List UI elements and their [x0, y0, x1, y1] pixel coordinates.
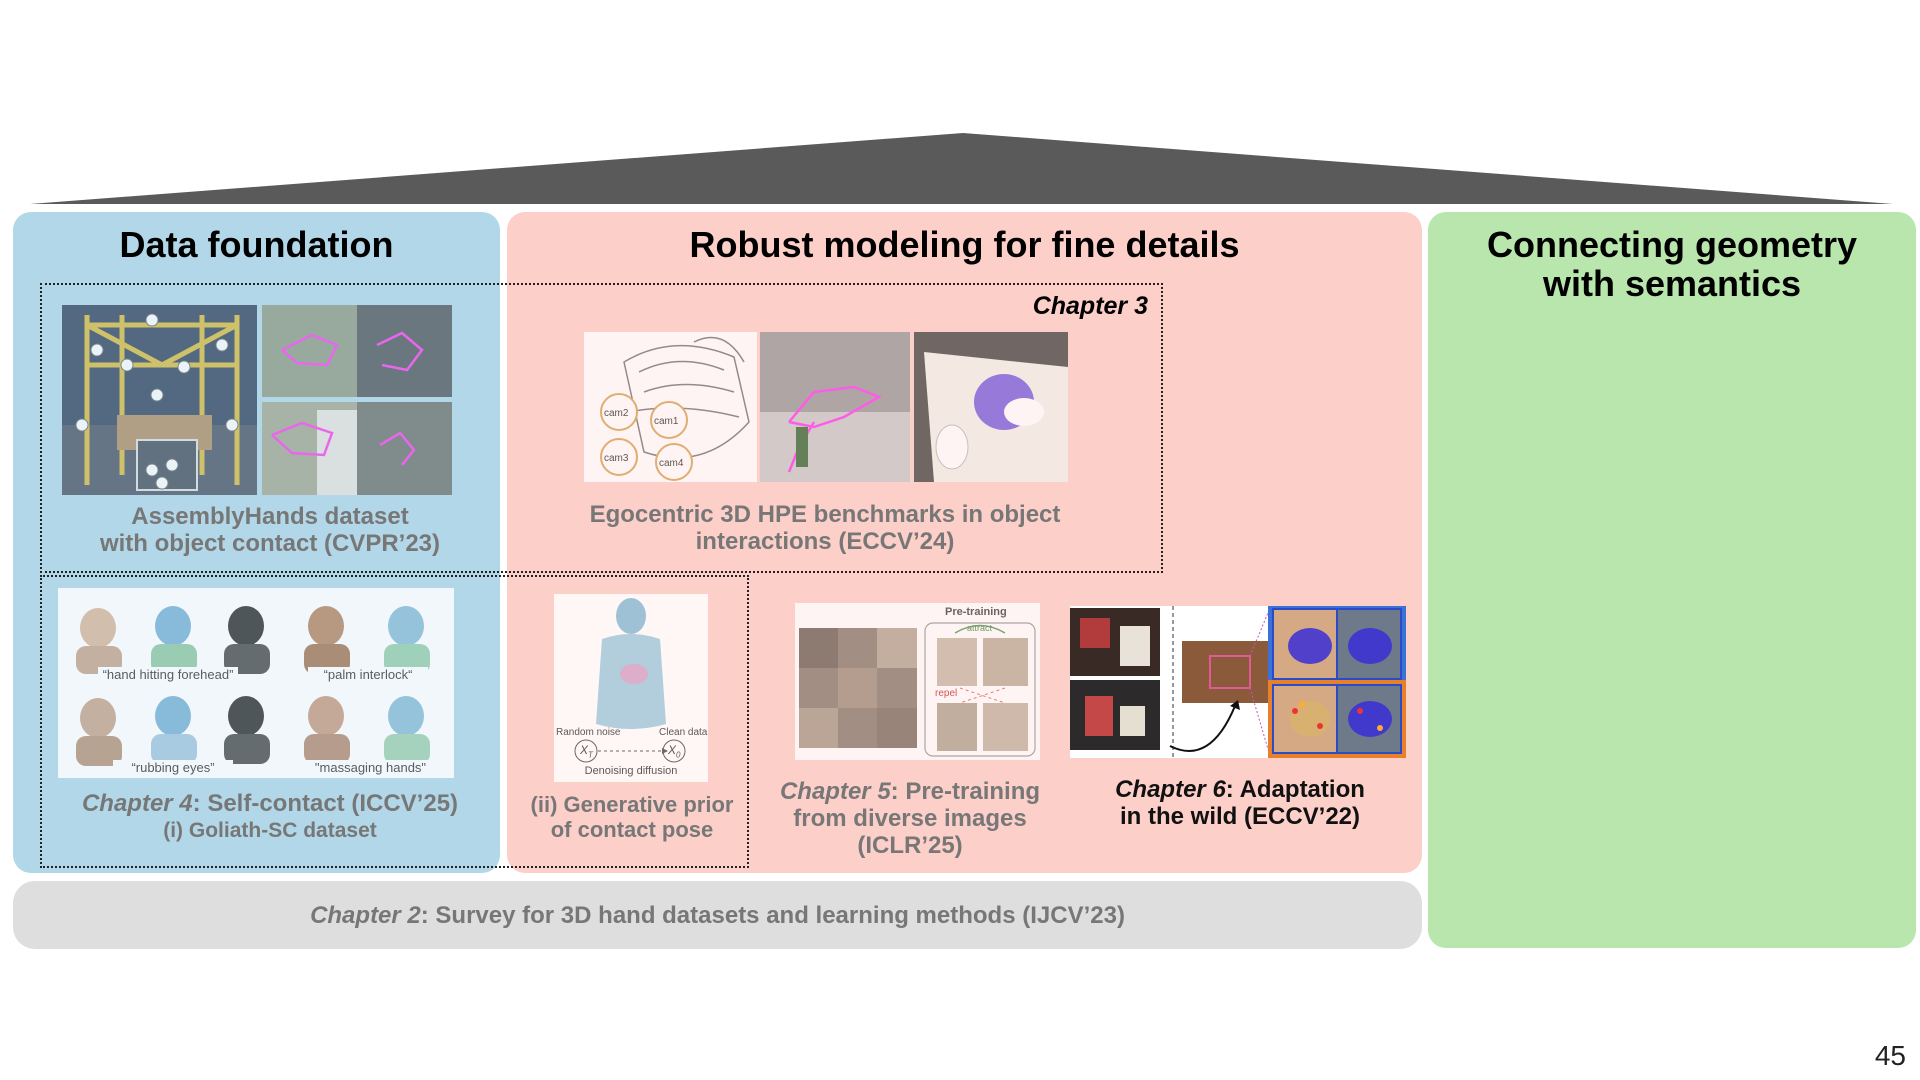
x0-label: X0 — [668, 743, 681, 760]
title-connecting-geometry: Connecting geometry with semantics — [1428, 225, 1916, 303]
title-robust-modeling: Robust modeling for fine details — [689, 224, 1240, 265]
xt-label: XT — [580, 743, 593, 760]
roof-triangle — [30, 133, 1893, 204]
cam1-label: cam1 — [654, 416, 679, 427]
generative-figure: Random noise Clean data XT X0 Denoising … — [554, 594, 708, 782]
survey-bar — [13, 881, 1422, 949]
survey-text: Chapter 2: Survey for 3D hand datasets a… — [13, 902, 1422, 930]
selfcontact-figure: “hand hitting forehead” “palm interlock“… — [58, 588, 454, 778]
adaptation-caption: Chapter 6: Adaptation in the wild (ECCV’… — [1080, 776, 1400, 830]
quote-hand-hitting-forehead: “hand hitting forehead” — [98, 667, 238, 682]
assemblyhands-caption-line1: AssemblyHands dataset — [131, 503, 409, 530]
chapter5-label: Chapter 5 — [779, 778, 891, 805]
adaptation-caption-line2: in the wild (ECCV’22) — [1119, 803, 1361, 830]
generative-caption-line1: (ii) Generative prior — [530, 792, 734, 817]
selfcontact-caption-rest: : Self-contact (ICCV’25) — [192, 790, 459, 817]
quote-massaging-hands: "massaging hands" — [303, 760, 438, 775]
quote-rubbing-eyes: “rubbing eyes” — [113, 760, 233, 775]
chapter6-label: Chapter 6 — [1115, 776, 1226, 803]
chapter3-dotted-box — [40, 283, 1163, 573]
quote-palm-interlock: “palm interlock“ — [308, 667, 428, 682]
survey-rest: : Survey for 3D hand datasets and learni… — [420, 902, 1125, 929]
pretraining-caption: Chapter 5: Pre-training from diverse ima… — [760, 778, 1060, 859]
cam3-label: cam3 — [604, 453, 629, 464]
selfcontact-caption-line2: (i) Goliath-SC dataset — [163, 819, 377, 842]
panel-connecting-geometry — [1428, 212, 1916, 948]
chapter4-label: Chapter 4 — [81, 790, 193, 817]
assemblyhands-caption-line2: with object contact (CVPR’23) — [99, 530, 441, 557]
pretraining-caption-rest: : Pre-training — [890, 778, 1041, 805]
egocentric-caption-line2: interactions (ECCV’24) — [695, 528, 955, 555]
pretraining-fig-title: Pre-training — [945, 606, 1007, 618]
page-number: 45 — [1874, 1040, 1906, 1071]
pretraining-image — [799, 622, 1036, 757]
adaptation-caption-rest: : Adaptation — [1225, 776, 1365, 803]
assemblyhands-figure — [62, 305, 452, 495]
cam2-label: cam2 — [604, 408, 629, 419]
adaptation-figure — [1070, 606, 1406, 758]
attract-label: attract — [967, 623, 993, 633]
egocentric-image: cam2 cam1 cam3 cam4 — [584, 332, 1068, 482]
pretraining-figure: Pre-training attract repel — [795, 603, 1040, 760]
generative-caption-line2: of contact pose — [550, 817, 714, 842]
denoising-label: Denoising diffusion — [584, 765, 678, 777]
random-noise-label: Random noise — [556, 727, 621, 738]
egocentric-caption-line1: Egocentric 3D HPE benchmarks in object — [589, 501, 1061, 528]
title-line-1: Connecting geometry — [1486, 224, 1858, 265]
chapter4-dotted-box — [40, 575, 749, 868]
egocentric-figure: cam2 cam1 cam3 cam4 — [584, 332, 1068, 482]
generative-caption: (ii) Generative prior of contact pose — [519, 792, 745, 842]
assemblyhands-image — [62, 305, 452, 495]
selfcontact-image — [76, 606, 430, 766]
adaptation-image — [1070, 606, 1406, 758]
adaptation-caption-line1: Chapter 6: Adaptation — [1080, 776, 1400, 803]
chapter3-label: Chapter 3 — [1032, 292, 1148, 320]
repel-label: repel — [935, 688, 958, 699]
title-data-foundation: Data foundation — [119, 224, 394, 265]
pretraining-caption-line1: Chapter 5: Pre-training — [760, 778, 1060, 805]
clean-data-label: Clean data — [659, 727, 708, 738]
selfcontact-caption: Chapter 4: Self-contact (ICCV’25) (i) Go… — [40, 790, 500, 844]
title-line-2: with semantics — [1542, 263, 1802, 304]
egocentric-caption: Egocentric 3D HPE benchmarks in object i… — [560, 501, 1090, 555]
cam4-label: cam4 — [659, 458, 684, 469]
chapter2-label: Chapter 2 — [310, 902, 421, 929]
pretraining-caption-line3: (ICLR’25) — [857, 832, 963, 859]
pretraining-caption-line2: from diverse images — [793, 805, 1027, 832]
generative-image — [574, 598, 686, 763]
assemblyhands-caption: AssemblyHands dataset with object contac… — [40, 503, 500, 557]
selfcontact-caption-line1: Chapter 4: Self-contact (ICCV’25) — [40, 790, 500, 817]
